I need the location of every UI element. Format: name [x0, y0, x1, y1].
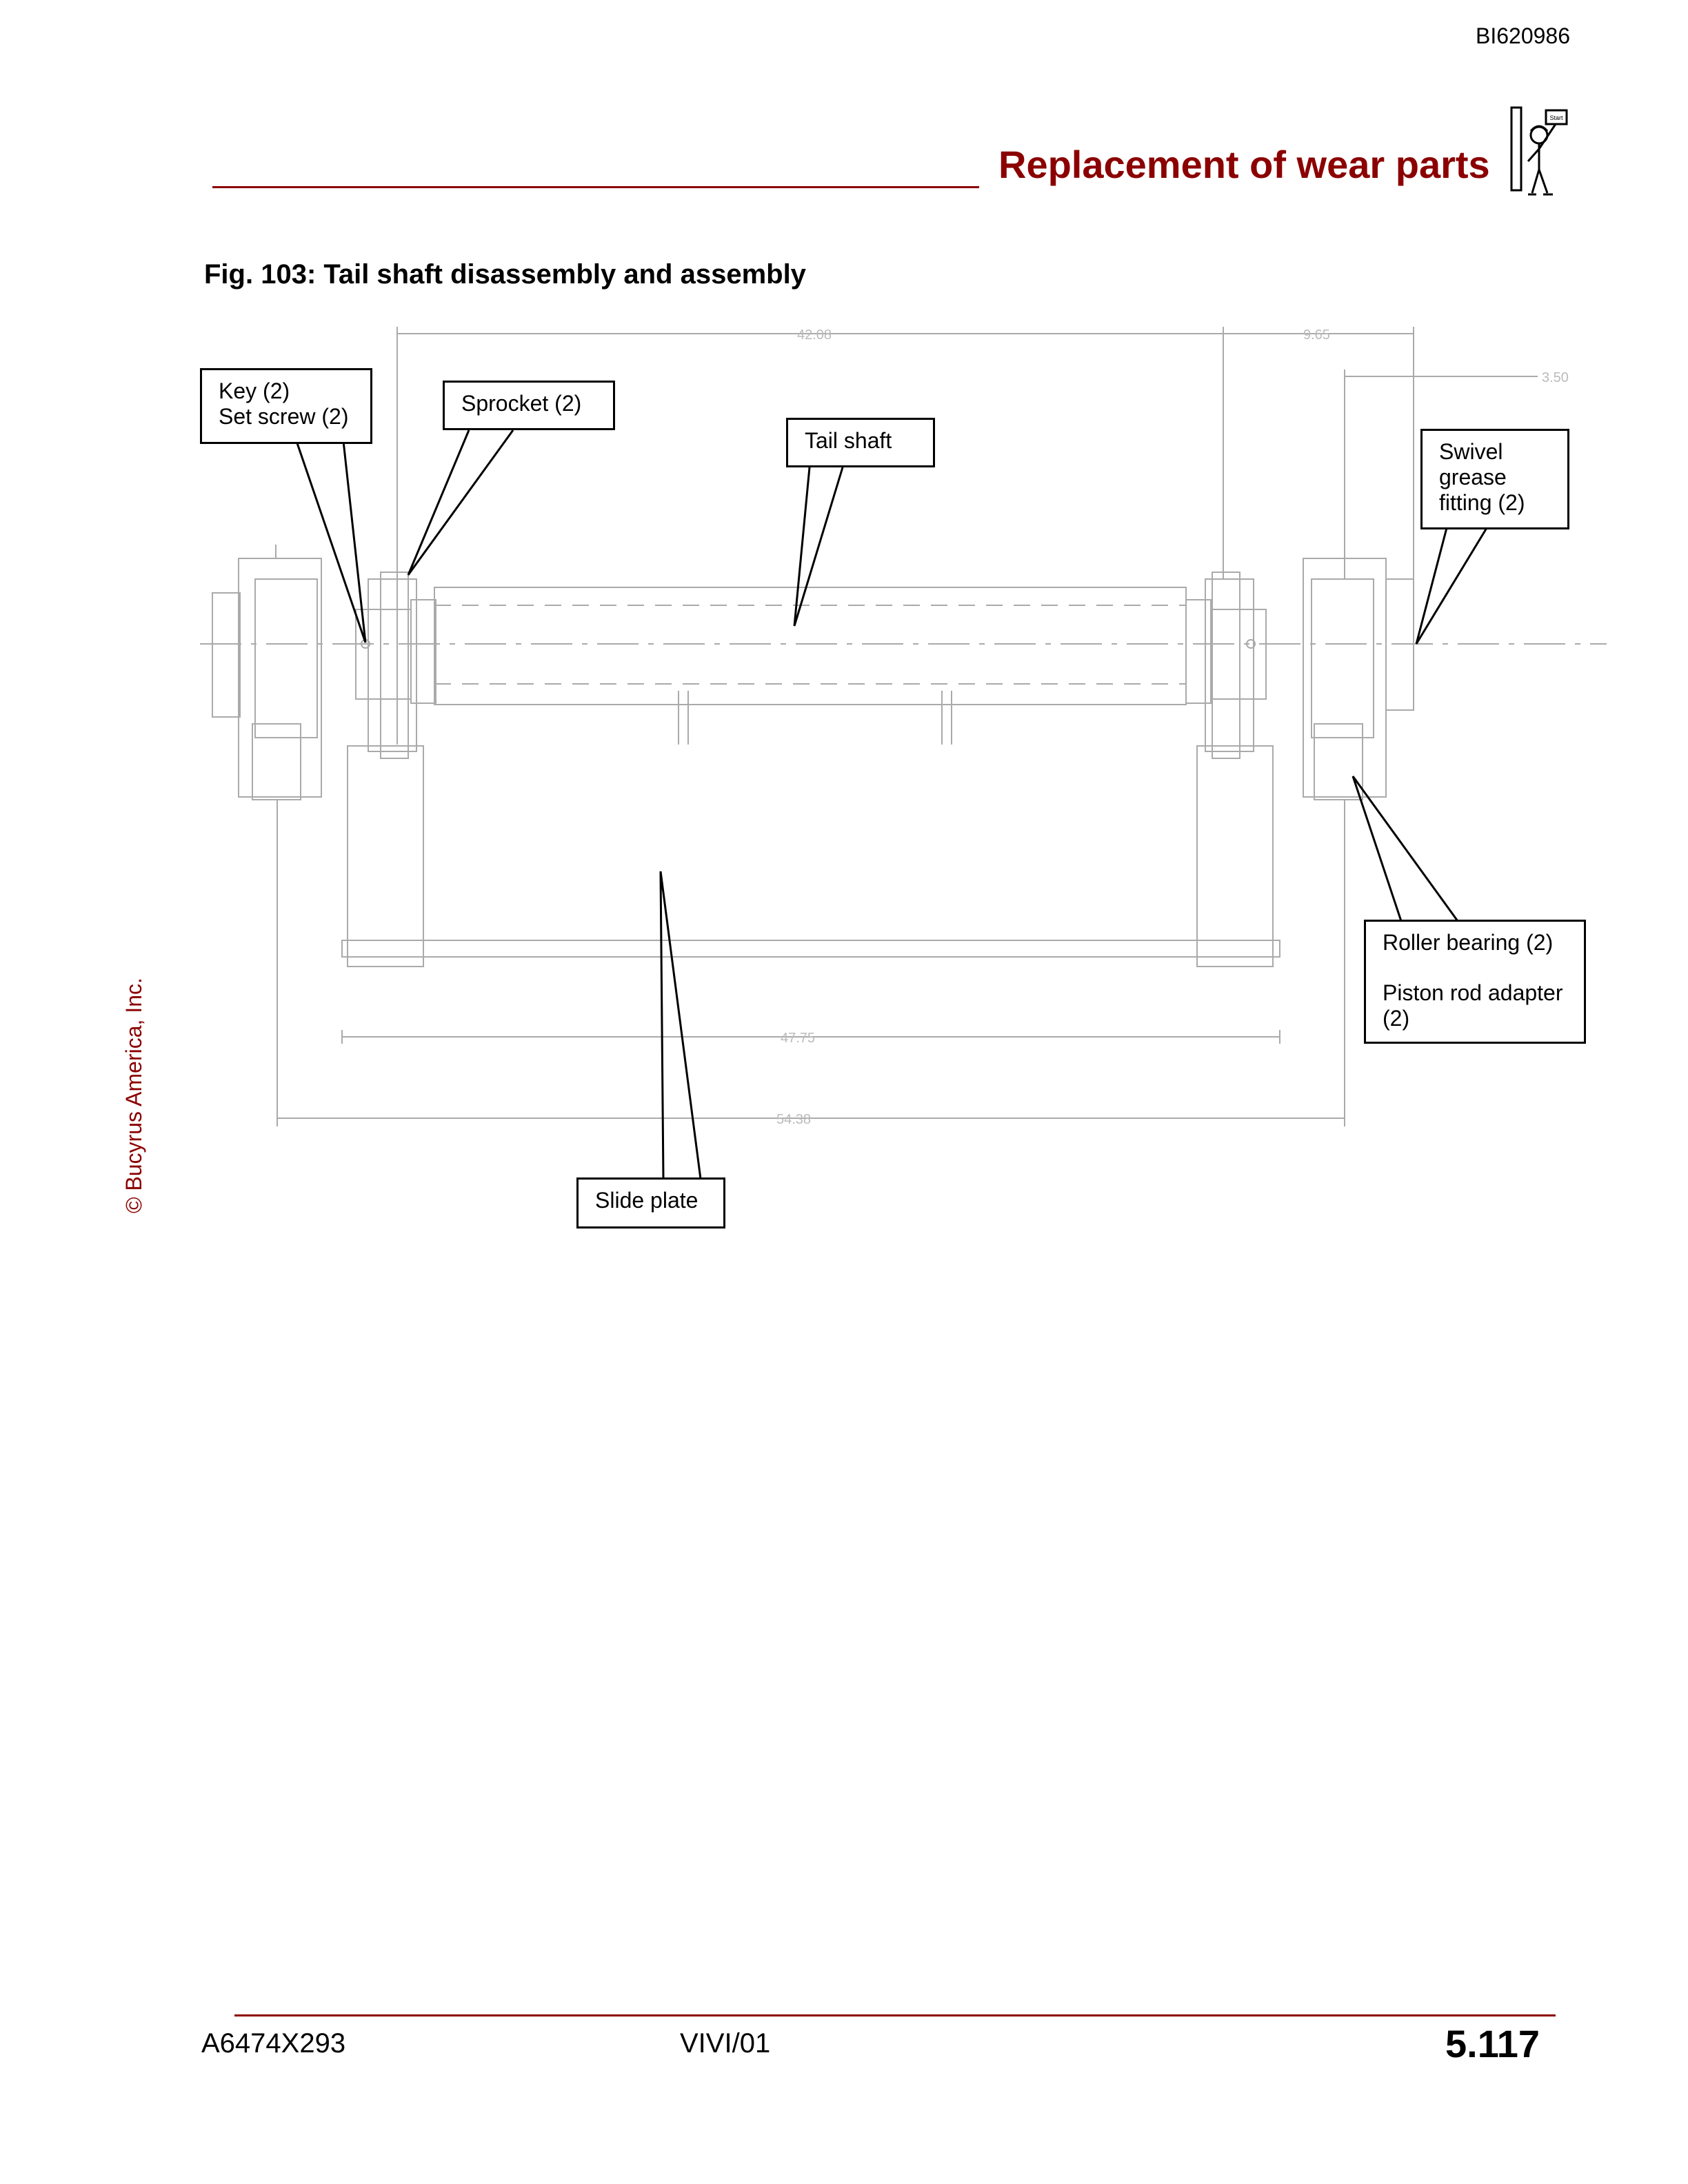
section-title: Replacement of wear parts: [998, 143, 1490, 186]
document-id: BI620986: [1476, 23, 1571, 48]
callout-swivel-line3: fitting (2): [1439, 490, 1525, 515]
callout-swivel-grease-fitting: Swivel grease fitting (2): [1420, 429, 1569, 529]
footer-document-code: A6474X293: [201, 2028, 346, 2059]
footer-version: VIVI/01: [680, 2028, 771, 2059]
page-number: 5.117: [1445, 2022, 1540, 2065]
header-rule: [212, 186, 979, 188]
callout-sprocket: Sprocket (2): [443, 381, 615, 430]
callout-set-screw-label: Set screw (2): [219, 404, 349, 429]
technical-drawing: 42.08 9.65 3.50 47.75 54.38: [200, 327, 1607, 1180]
callout-key-set-screw: Key (2) Set screw (2): [200, 368, 372, 444]
callout-spacer: [1383, 956, 1567, 980]
callout-piston-rod-label: Piston rod adapter: [1383, 980, 1563, 1005]
callout-roller-bearing-label: Roller bearing (2): [1383, 930, 1554, 955]
callout-slide-plate-label: Slide plate: [595, 1188, 699, 1213]
callout-swivel-line2: grease: [1439, 465, 1507, 489]
copyright-notice: © Bucyrus America, Inc.: [121, 978, 146, 1213]
dimension-label: 42.08: [797, 327, 832, 343]
callout-roller-bearing-piston-rod: Roller bearing (2) Piston rod adapter (2…: [1364, 920, 1586, 1044]
callout-key-label: Key (2): [219, 378, 290, 403]
svg-text:Start: Start: [1549, 114, 1563, 121]
worker-with-start-sign-icon: Start: [1510, 106, 1568, 196]
callout-swivel-line1: Swivel: [1439, 439, 1503, 464]
callout-tail-shaft-label: Tail shaft: [805, 428, 892, 453]
figure-title: Fig. 103: Tail shaft disassembly and ass…: [204, 259, 806, 290]
footer-rule: [234, 2014, 1556, 2016]
tail-shaft-drawing: 42.08 9.65 3.50 47.75 54.38 Key (2) Set …: [200, 317, 1607, 1241]
callout-piston-rod-count: (2): [1383, 1006, 1410, 1031]
dimension-label: 3.50: [1542, 370, 1569, 385]
callout-sprocket-label: Sprocket (2): [461, 391, 582, 416]
callout-slide-plate: Slide plate: [576, 1177, 725, 1228]
dimension-label: 9.65: [1303, 327, 1330, 343]
dimension-label: 54.38: [776, 1112, 811, 1127]
dimension-label: 47.75: [781, 1031, 815, 1046]
callout-tail-shaft: Tail shaft: [786, 418, 935, 467]
